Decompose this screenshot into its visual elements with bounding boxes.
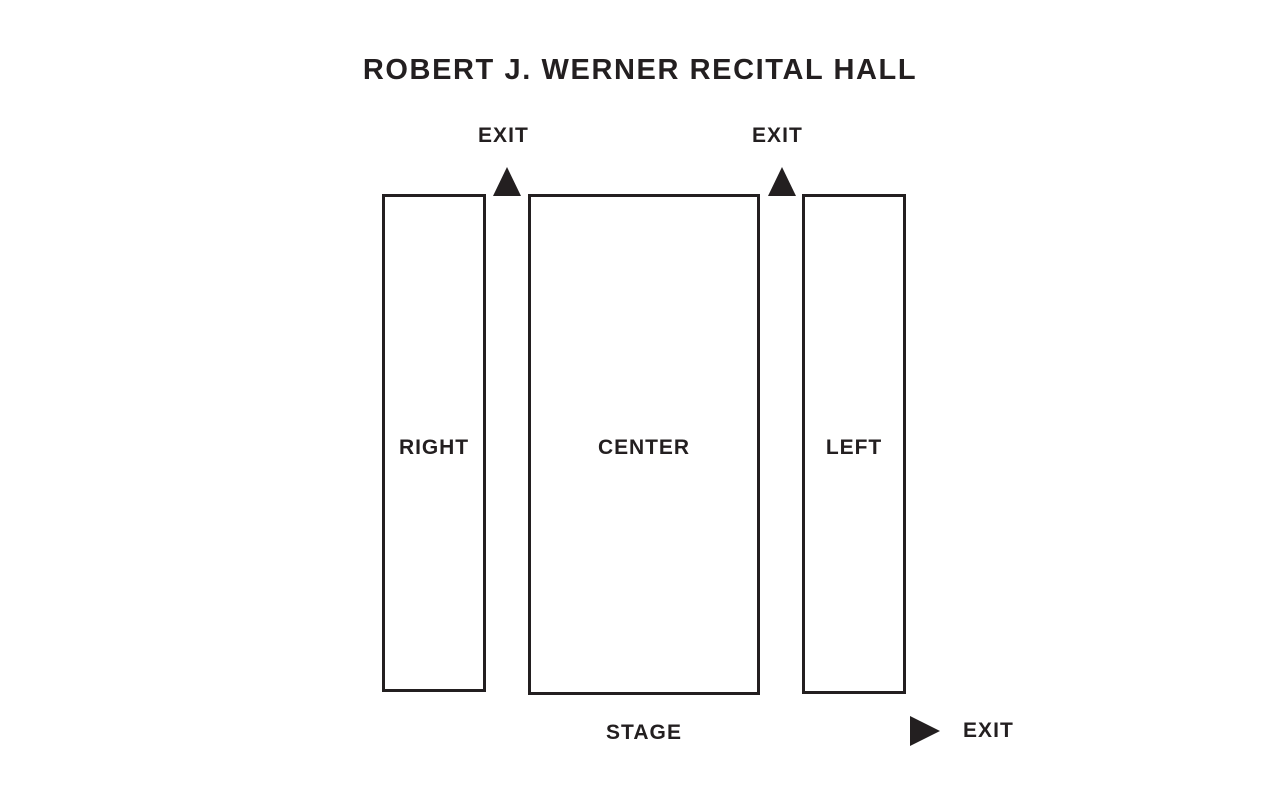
section-left[interactable]: LEFT [802,194,906,694]
page-title: ROBERT J. WERNER RECITAL HALL [362,54,918,86]
section-center[interactable]: CENTER [528,194,760,695]
section-right[interactable]: RIGHT [382,194,486,692]
section-label-right: RIGHT [398,436,470,459]
triangle-up-icon [768,167,796,196]
exit-label: EXIT [752,124,803,147]
section-label-left: LEFT [825,436,883,459]
triangle-right-icon [910,716,940,746]
section-label-center: CENTER [597,436,690,459]
triangle-up-icon [493,167,521,196]
exit-label: EXIT [478,124,529,147]
exit-label: EXIT [963,719,1014,742]
stage-label: STAGE [605,721,683,744]
